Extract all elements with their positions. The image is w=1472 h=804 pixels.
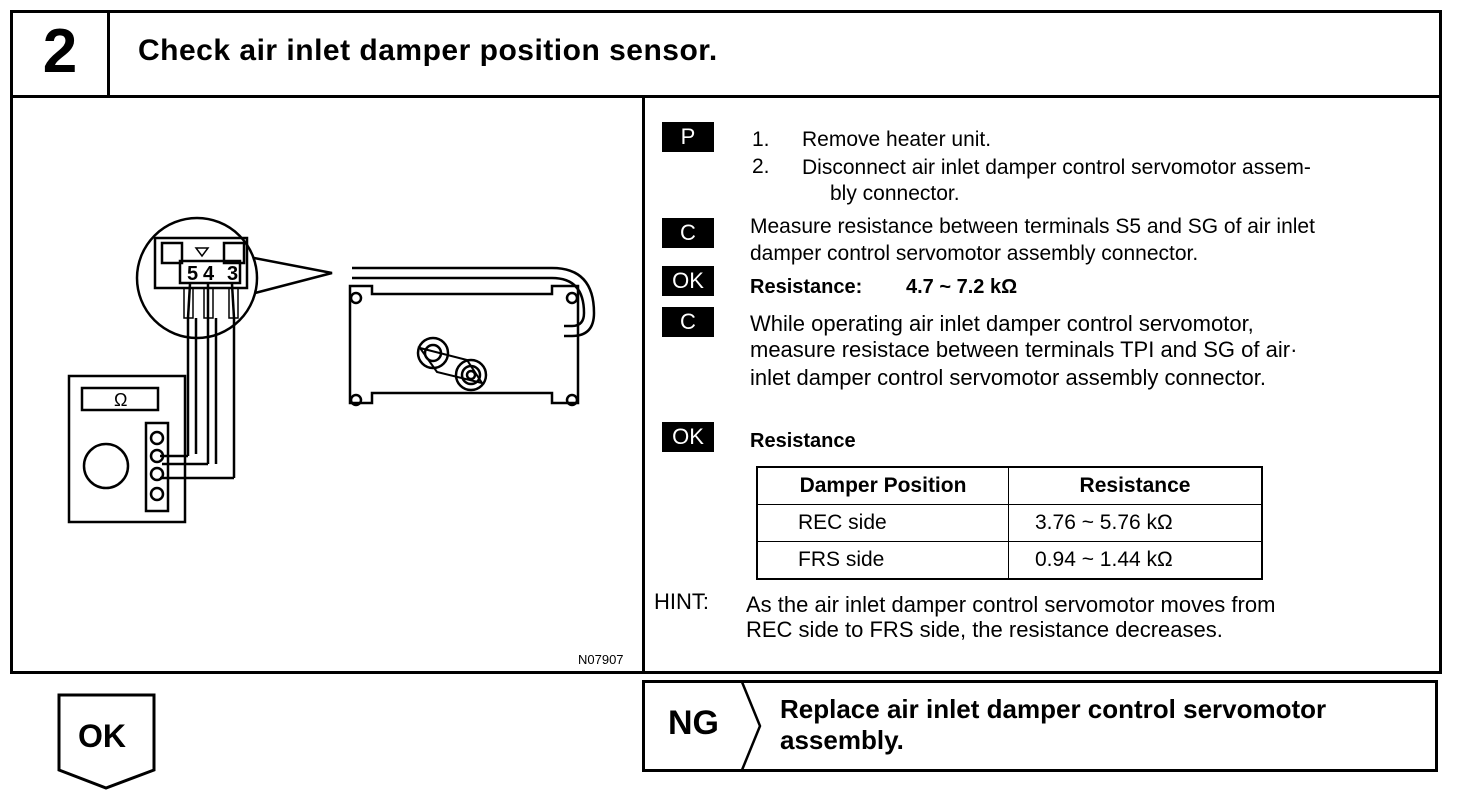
step-1-num: 1. (752, 128, 770, 151)
ng-label: NG (668, 704, 719, 742)
ohmmeter-body (67, 374, 187, 524)
callout-pointer (253, 256, 333, 295)
tag-p: P (662, 122, 714, 152)
table-row: FRS side 0.94 ~ 1.44 kΩ (756, 541, 1263, 580)
ok-1-label: Resistance: (750, 276, 863, 298)
step-2-text: Disconnect air inlet damper control serv… (802, 156, 1311, 179)
hint-label: HINT: (654, 589, 709, 614)
table-cell-position: REC side (756, 504, 1009, 542)
hint-line-1: As the air inlet damper control servomot… (746, 592, 1276, 617)
ng-chevron-icon (740, 681, 762, 771)
tag-check-2: C (662, 307, 714, 337)
column-divider (642, 98, 645, 674)
ohmmeter-dial (82, 442, 130, 490)
header-divider (110, 95, 1442, 98)
table-header-resistance: Resistance (1008, 466, 1263, 505)
ok-2-label: Resistance (750, 430, 856, 452)
ohmmeter-display (80, 386, 160, 412)
servomotor-plate (348, 284, 580, 405)
tag-ok-1: OK (662, 266, 714, 296)
connector-ohmmeter-diagram: 5 4 3 Ω (67, 216, 596, 524)
check-2-line-3: inlet damper control servomotor assembly… (750, 365, 1267, 390)
ok-arrow-icon (57, 693, 156, 790)
illustration: 5 4 3 Ω (12, 98, 642, 674)
step-1-text: Remove heater unit. (802, 128, 992, 151)
tag-ok-2: OK (662, 422, 714, 452)
table-cell-resistance: 0.94 ~ 1.44 kΩ (1008, 541, 1263, 580)
table-cell-resistance: 3.76 ~ 5.76 kΩ (1008, 504, 1263, 542)
connector-pin-4: 4 (203, 263, 215, 285)
tag-check-1: C (662, 218, 714, 248)
figure-id: N07907 (578, 652, 624, 667)
connector-pin-5: 5 (187, 263, 198, 285)
table-cell-position: FRS side (756, 541, 1009, 580)
ok-1-value: 4.7 ~ 7.2 kΩ (906, 276, 1018, 298)
check-1-line-2: damper control servomotor assembly conne… (750, 242, 1199, 265)
step-title: Check air inlet damper position sensor. (138, 34, 718, 67)
connector-pin-3: 3 (227, 263, 238, 285)
connector-body (153, 236, 249, 290)
step-number-box (10, 10, 110, 98)
step-2-num: 2. (752, 155, 770, 178)
resistance-table: Damper Position Resistance REC side 3.76… (756, 466, 1263, 580)
step-number: 2 (42, 17, 78, 86)
ng-action-line-1: Replace air inlet damper control servomo… (780, 694, 1327, 724)
hint-line-2: REC side to FRS side, the resistance dec… (746, 617, 1223, 642)
ohm-symbol: Ω (114, 390, 127, 410)
ok-label: OK (78, 718, 126, 754)
step-frame (10, 10, 1442, 674)
check-2-line-2: measure resistace between terminals TPI … (750, 337, 1298, 362)
check-1-line-1: Measure resistance between terminals S5 … (750, 215, 1315, 238)
table-row: REC side 3.76 ~ 5.76 kΩ (756, 504, 1263, 542)
check-2-line-1: While operating air inlet damper control… (750, 311, 1254, 336)
ng-action: Replace air inlet damper control servomo… (780, 694, 1400, 756)
ng-action-line-2: assembly. (780, 725, 904, 755)
table-header-row: Damper Position Resistance (756, 466, 1263, 505)
step-2-text-cont: bly connector. (830, 182, 960, 205)
ng-result-box (642, 680, 1438, 772)
table-header-position: Damper Position (756, 466, 1009, 505)
